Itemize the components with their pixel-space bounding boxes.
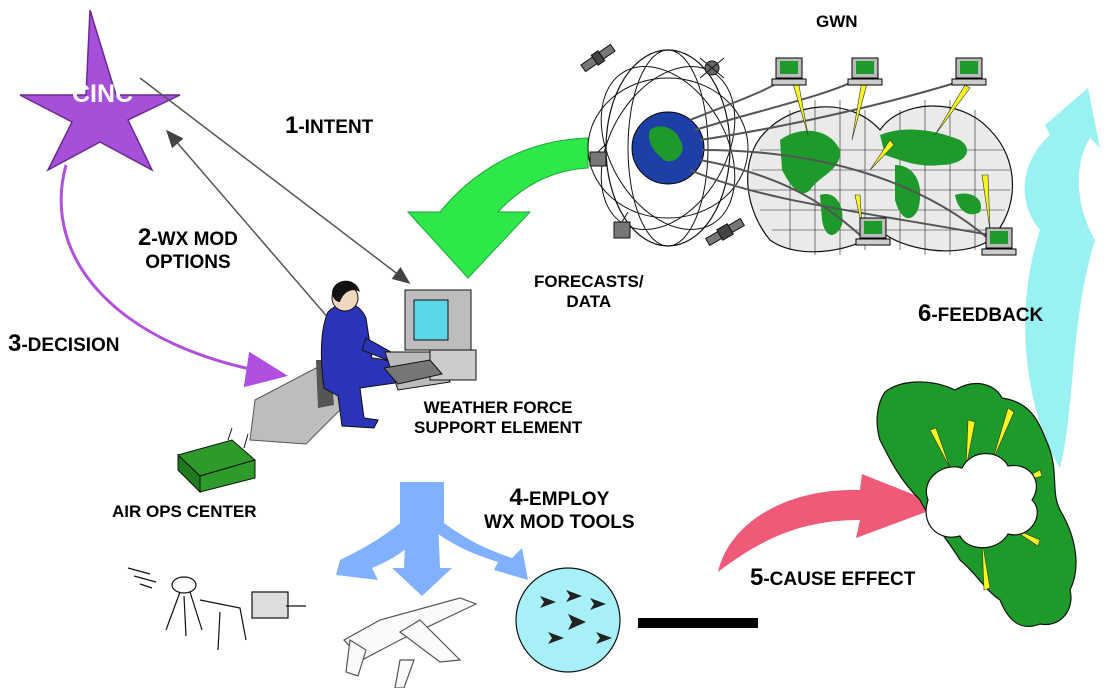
forecast-arrow [406, 137, 589, 279]
ground-equipment [127, 567, 306, 651]
step-4-label: 4-EMPLOY WX MOD TOOLS [484, 484, 635, 533]
step-3-number: 3 [8, 330, 22, 357]
step-2-number: 2 [138, 224, 152, 251]
step-3-label: 3-DECISION [8, 330, 120, 358]
step-1-number: 1 [285, 112, 299, 139]
feedback-arrow [1024, 88, 1100, 468]
satellites [580, 43, 746, 247]
step-5-number: 5 [750, 564, 764, 591]
aircraft [343, 597, 478, 688]
step-5-text: -CAUSE EFFECT [763, 569, 916, 590]
step-1-text: -INTENT [298, 117, 374, 138]
network-computers [771, 57, 1017, 256]
cinc-label: CINC [72, 80, 134, 108]
cinc-star [19, 9, 181, 172]
air-ops-label: AIR OPS CENTER [112, 502, 257, 521]
element-line2: SUPPORT ELEMENT [414, 417, 583, 437]
step-4-text: -EMPLOY [522, 489, 610, 510]
forecast-label: FORECASTS/ DATA [534, 272, 644, 311]
decision-arrow [59, 164, 288, 388]
step-4-line2: WX MOD TOOLS [484, 511, 635, 533]
step-1-label: 1-INTENT [285, 112, 373, 140]
effect-arrow [718, 474, 942, 572]
globe [587, 49, 749, 247]
step-2-text: -WX MOD [151, 229, 238, 250]
network-rays [791, 79, 991, 231]
element-line1: WEATHER FORCE [423, 398, 573, 417]
step-3-text: -DECISION [21, 335, 120, 356]
step-6-number: 6 [918, 300, 932, 327]
employ-arrow [336, 482, 528, 596]
step-4-number: 4 [509, 484, 523, 511]
gwn-label: GWN [816, 12, 858, 31]
aircraft-formation-circle [515, 567, 621, 673]
cloud [925, 453, 1038, 549]
effect-bar [638, 618, 758, 628]
forecast-line1: FORECASTS/ [534, 272, 644, 291]
step-2-label: 2-WX MOD OPTIONS [138, 224, 238, 273]
step-6-text: -FEEDBACK [931, 305, 1044, 326]
operator-figure [316, 280, 477, 429]
step-5-label: 5-CAUSE EFFECT [750, 564, 915, 592]
options-arrow [166, 129, 331, 321]
forecast-line2: DATA [566, 291, 612, 311]
element-label: WEATHER FORCE SUPPORT ELEMENT [414, 398, 582, 437]
air-ops-building [177, 427, 257, 494]
step-2-line2: OPTIONS [145, 251, 231, 273]
step-6-label: 6-FEEDBACK [918, 300, 1043, 328]
aircraft-formation [540, 590, 612, 644]
intent-arrow [139, 77, 411, 284]
